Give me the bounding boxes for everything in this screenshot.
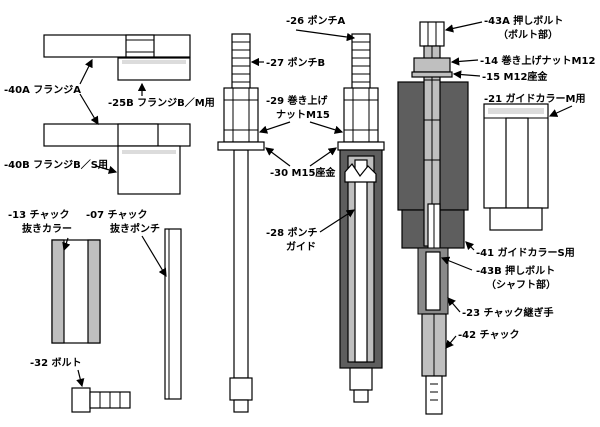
washer-m12 — [411, 71, 453, 78]
label-28-line1: -28 ポンチ — [266, 226, 318, 239]
label-41: -41 ガイドカラーS用 — [476, 246, 575, 259]
label-42: -42 チャック — [458, 329, 519, 341]
punch-guide — [339, 149, 383, 403]
label-07-line1: -07 チャック — [86, 209, 147, 221]
flange-b-s — [43, 123, 191, 195]
leaders — [62, 21, 573, 388]
label-07-line2: 抜きポンチ — [110, 222, 160, 235]
bolt-32 — [71, 387, 131, 413]
flange-a — [43, 34, 191, 58]
label-40b: -40B フランジB／S用 — [4, 158, 108, 171]
label-28-line2: ガイド — [286, 240, 316, 253]
chuck-removal-punch — [164, 228, 182, 400]
label-15: -15 M12座金 — [482, 70, 548, 83]
label-29-line1: -29 巻き上げ — [266, 94, 329, 107]
winding-nut-m15-left — [223, 87, 259, 143]
label-13-line1: -13 チャック — [8, 209, 69, 221]
guide-collar-m-part — [483, 103, 549, 231]
label-13-line2: 抜きカラー — [22, 222, 72, 235]
label-43a-line1: -43A 押しボルト — [484, 14, 563, 27]
label-21: -21 ガイドカラーM用 — [484, 92, 586, 105]
washer-m15-left — [217, 141, 265, 151]
flange-b-m — [117, 57, 191, 81]
label-14: -14 巻き上げナットM12 — [480, 54, 595, 67]
punch-b — [229, 33, 253, 413]
label-29-line2: ナットM15 — [276, 109, 330, 121]
chuck — [421, 313, 447, 415]
punch-a — [351, 33, 371, 91]
label-32: -32 ボルト — [30, 356, 82, 369]
label-27: -27 ポンチB — [266, 56, 325, 69]
label-43a-line2: （ボルト部） — [498, 28, 558, 41]
label-25b: -25B フランジB／M用 — [108, 96, 215, 109]
label-23: -23 チャック継ぎ手 — [462, 306, 553, 319]
label-30: -30 M15座金 — [270, 166, 336, 179]
chuck-joint — [417, 247, 449, 315]
label-43b-line2: （シャフト部） — [486, 278, 556, 291]
label-26: -26 ポンチA — [286, 14, 346, 27]
winding-nut-m15-right — [343, 87, 379, 143]
label-43b-line1: -43B 押しボルト — [476, 264, 555, 277]
washer-m15-right — [337, 141, 385, 151]
chuck-removal-collar — [51, 239, 101, 344]
winding-nut-m12 — [413, 57, 451, 73]
label-40a: -40A フランジA — [4, 84, 81, 96]
